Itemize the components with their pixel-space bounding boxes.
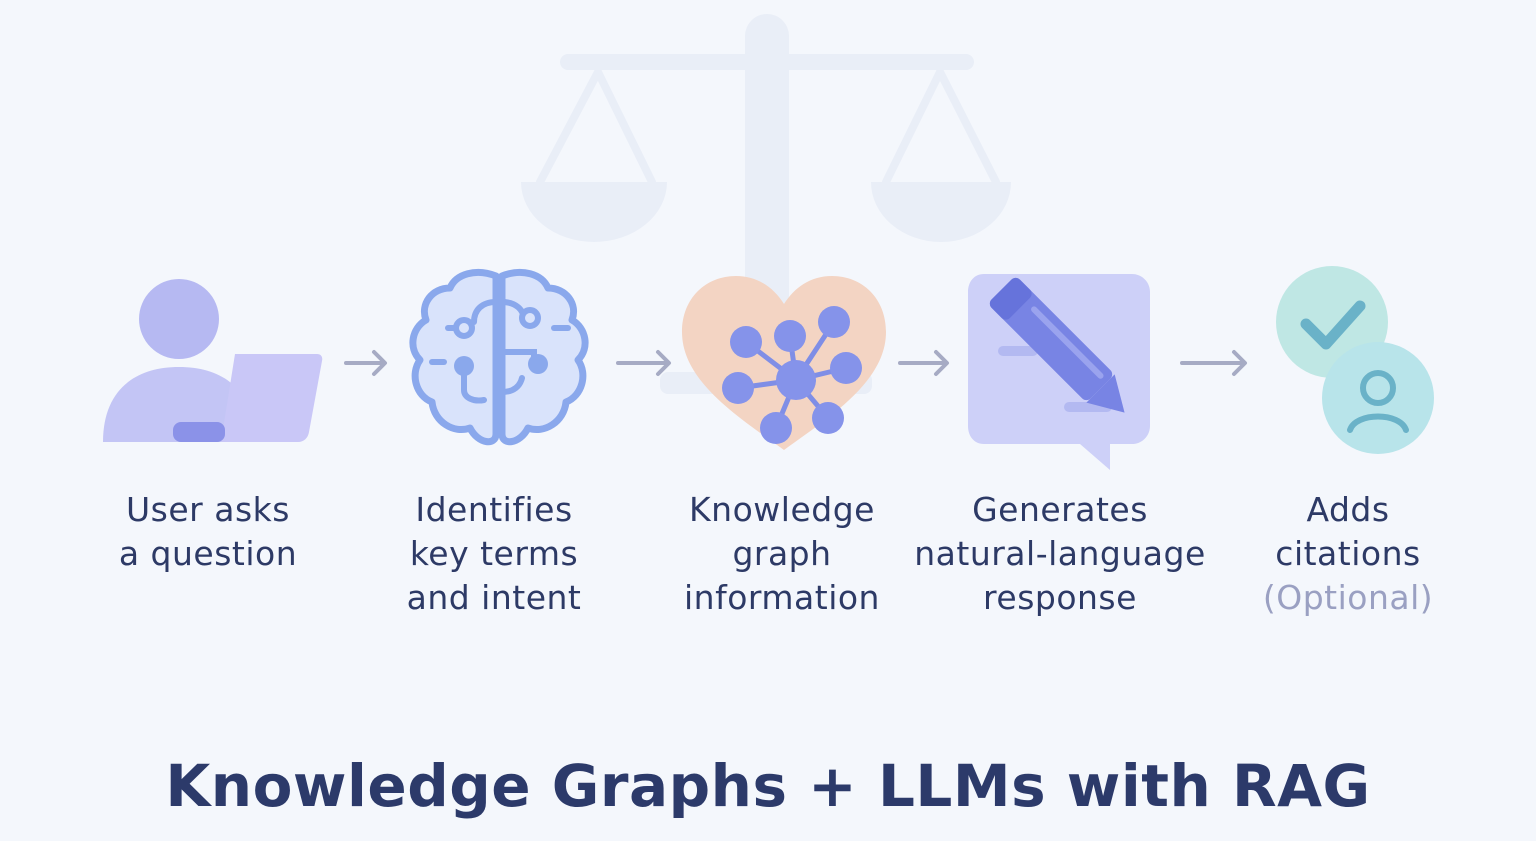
diagram-title: Knowledge Graphs + LLMs with RAG	[165, 752, 1371, 820]
label-line: Generates	[972, 490, 1148, 529]
step-label-add-citations: Adds citations (Optional)	[1198, 488, 1498, 620]
step-label-generate-response: Generates natural-language response	[910, 488, 1210, 620]
check-user-badges-icon	[1276, 266, 1434, 454]
arrow-right-icon	[898, 350, 949, 376]
step-label-user-question: User asks a question	[58, 488, 358, 576]
label-line: response	[983, 578, 1137, 617]
arrow-right-icon	[1180, 350, 1247, 376]
pencil-speech-bubble-icon	[968, 274, 1150, 470]
arrow-right-icon	[616, 350, 671, 376]
brain-icon	[409, 269, 589, 446]
label-line: Adds	[1306, 490, 1390, 529]
label-line: and intent	[406, 578, 582, 617]
label-line: graph	[732, 534, 832, 573]
step-label-identify-terms: Identifies key terms and intent	[344, 488, 644, 620]
user-laptop-icon	[103, 279, 323, 442]
arrow-right-icon	[344, 350, 387, 376]
label-line: key terms	[409, 534, 579, 573]
step-label-knowledge-graph: Knowledge graph information	[632, 488, 932, 620]
label-line: natural-language	[914, 534, 1206, 573]
label-line: Identifies	[415, 490, 573, 529]
label-line: information	[684, 578, 880, 617]
label-line: Knowledge	[689, 490, 875, 529]
label-line: User asks	[126, 490, 290, 529]
optional-note: (Optional)	[1262, 578, 1434, 617]
label-line: a question	[118, 534, 298, 573]
label-line: citations	[1275, 534, 1421, 573]
heart-graph-icon	[682, 276, 886, 450]
